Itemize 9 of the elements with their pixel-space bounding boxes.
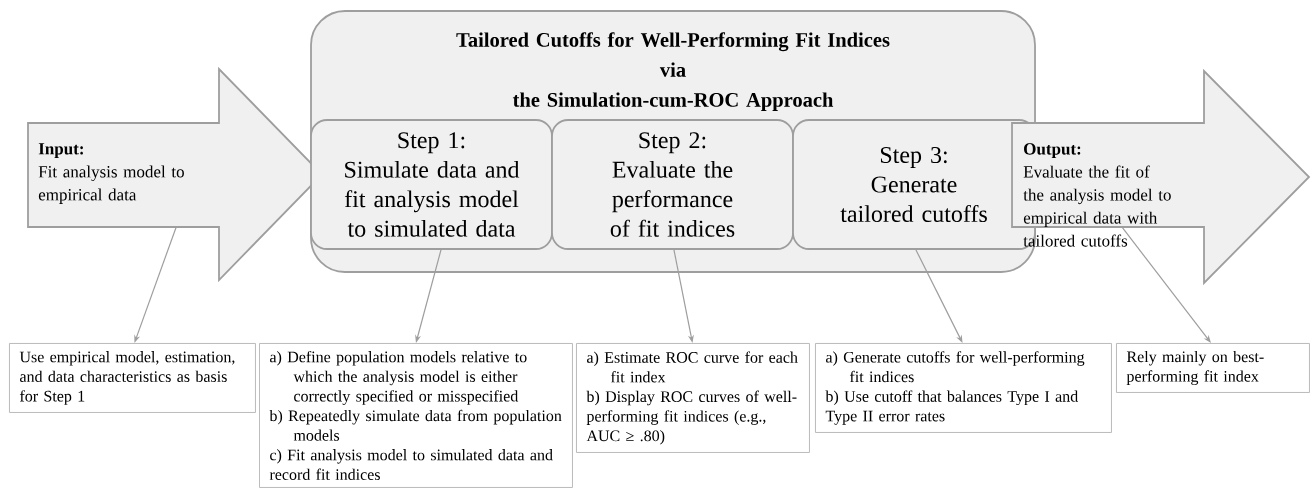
note-box: a) Generate cutoffs for well-performing fit indices b) Use cutoff that balances Type I and Type II error rates (815, 343, 1112, 433)
step-box: Step 1: Simulate data and fit analysis model to simulated data (310, 119, 553, 250)
step-box: Step 2: Evaluate the performance of fit indices (551, 119, 794, 250)
note-box: a) Define population models relative to which the analysis model is either correctly specified or misspecified b) Repeatedly simulate data from population models c) Fit analysis model to simulated data and record fit indices (259, 343, 573, 488)
note-box: a) Estimate ROC curve for each fit index b) Display ROC curves of well-performing fit indices (e.g., AUC ≥ .80) (576, 343, 810, 453)
leader-line (915, 249, 963, 343)
leader-line (1121, 226, 1211, 343)
note-box: Use empirical model, estimation, and data characteristics as basis for Step 1 (9, 343, 256, 413)
note-box: Rely mainly on best-performing fit index (1116, 343, 1310, 393)
